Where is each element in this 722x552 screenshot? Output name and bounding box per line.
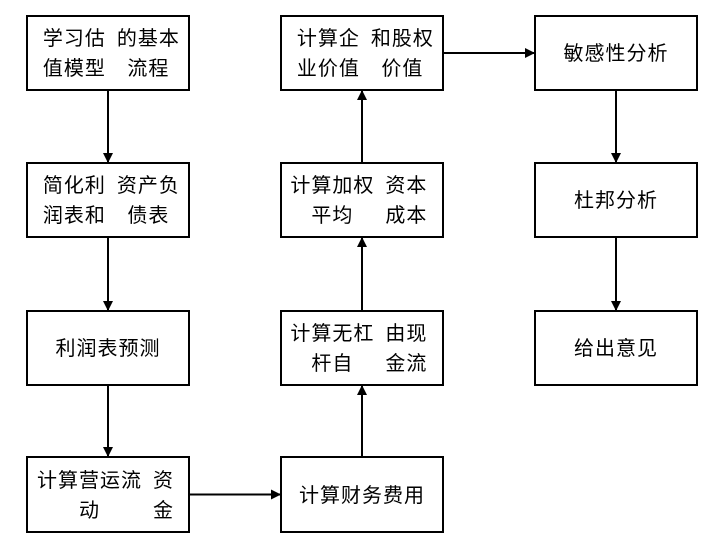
node-line: 计算企业价值 (296, 26, 360, 80)
node-line: 计算加权平均 (290, 173, 375, 227)
node-line: 敏感性分析 (563, 41, 669, 65)
node-line: 学习估值模型 (42, 26, 106, 80)
node-line: 利润表预测 (55, 336, 161, 360)
node-sensitivity-analysis: 敏感性分析 (534, 15, 698, 91)
node-give-opinion: 给出意见 (534, 310, 698, 386)
node-line: 由现金流 (385, 321, 428, 375)
node-line: 计算营运流动 (37, 467, 142, 522)
node-line: 资本成本 (385, 173, 428, 227)
node-financial-expense: 计算财务费用 (280, 456, 444, 533)
node-line: 的基本流程 (116, 26, 180, 80)
node-line: 资金 (153, 467, 174, 522)
node-line: 给出意见 (574, 336, 658, 360)
node-enterprise-equity-value: 计算企业价值 和股权价值 (280, 15, 444, 91)
node-line: 资产负债表 (116, 173, 180, 227)
node-income-forecast: 利润表预测 (26, 310, 190, 386)
node-wacc: 计算加权平均 资本成本 (280, 162, 444, 238)
node-line: 和股权价值 (370, 26, 434, 80)
node-line: 杜邦分析 (574, 188, 658, 212)
node-line: 计算无杠杆自 (290, 321, 375, 375)
node-line: 简化利润表和 (42, 173, 106, 227)
node-dupont-analysis: 杜邦分析 (534, 162, 698, 238)
node-unlevered-fcf: 计算无杠杆自 由现金流 (280, 310, 444, 386)
node-simplify-statements: 简化利润表和 资产负债表 (26, 162, 190, 238)
node-working-capital: 计算营运流动 资金 (26, 456, 190, 533)
node-line: 计算财务费用 (299, 482, 425, 507)
node-learn-valuation-model: 学习估值模型 的基本流程 (26, 15, 190, 91)
